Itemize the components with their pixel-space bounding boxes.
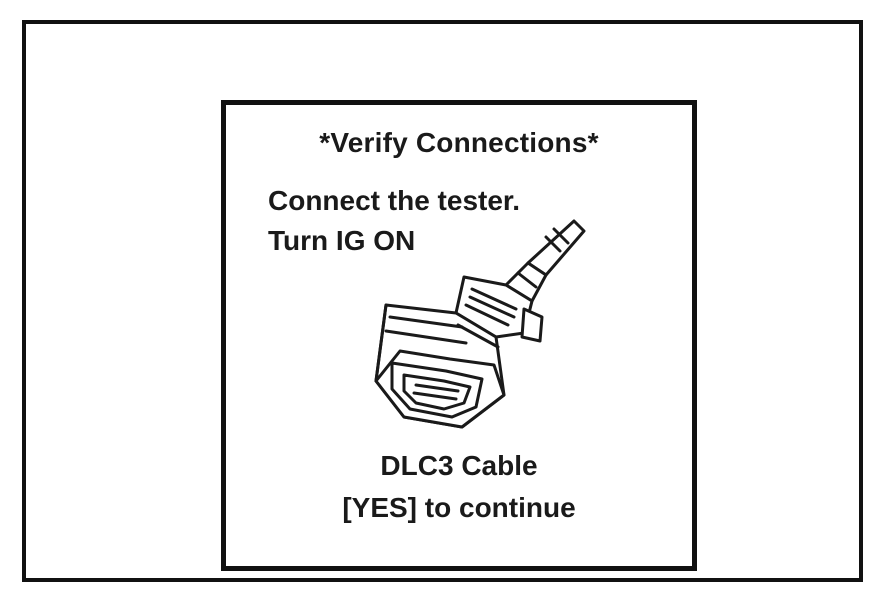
dlc3-connector-icon <box>374 219 586 429</box>
continue-prompt: [YES] to continue <box>342 492 576 523</box>
verify-connections-dialog: *Verify Connections* Connect the tester.… <box>221 100 697 571</box>
instruction-connect-tester: Connect the tester. <box>268 185 521 216</box>
screen-frame: *Verify Connections* Connect the tester.… <box>22 20 863 582</box>
dialog-title: *Verify Connections* <box>319 127 599 158</box>
instruction-turn-ig-on: Turn IG ON <box>268 225 416 256</box>
cable-label: DLC3 Cable <box>380 450 538 481</box>
